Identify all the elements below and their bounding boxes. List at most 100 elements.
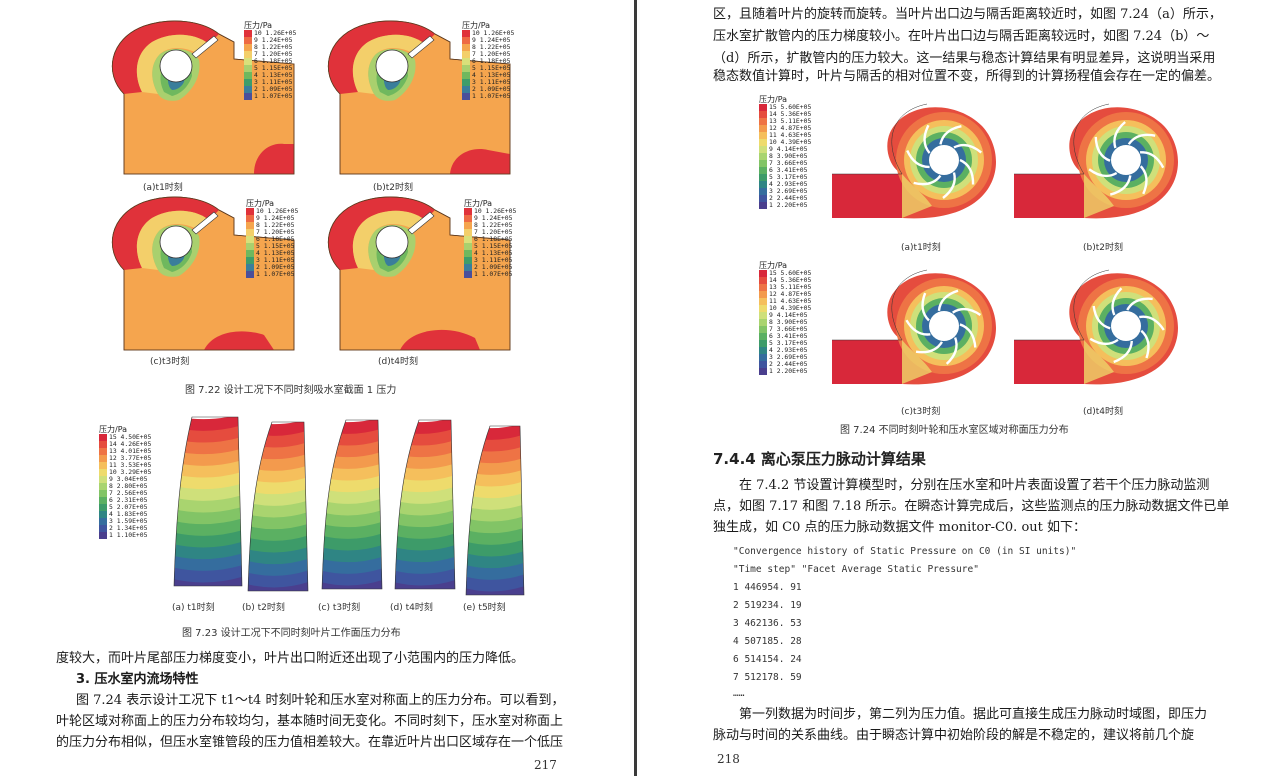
legend-swatch	[759, 146, 767, 153]
legend-swatch	[464, 222, 472, 229]
legend-entry: 9 3.04E+05	[99, 476, 151, 483]
legend-swatch	[759, 354, 767, 361]
legend-title: 压力/Pa	[462, 21, 491, 30]
legend-entry: 7 1.20E+05	[246, 229, 298, 236]
legend-label: 3 1.59E+05	[109, 517, 148, 525]
legend-label: 7 1.20E+05	[472, 50, 511, 58]
legend-swatch	[99, 490, 107, 497]
legend-entry: 2 2.44E+05	[759, 361, 811, 368]
legend-swatch	[99, 497, 107, 504]
impeller-volute-pressure-plot	[832, 103, 996, 219]
legend-entry: 10 4.39E+05	[759, 305, 811, 312]
legend-entry: 13 5.11E+05	[759, 118, 811, 125]
legend-swatch	[246, 236, 254, 243]
legend-swatch	[759, 277, 767, 284]
legend-swatch	[244, 58, 252, 65]
legend-entry: 1 1.07E+05	[464, 271, 516, 278]
fig-7-22-subcaption-c: (c)t3时刻	[150, 357, 190, 367]
legend-swatch	[244, 44, 252, 51]
legend-label: 5 1.15E+05	[472, 64, 511, 72]
fig-7-22-subcaption-b: (b)t2时刻	[373, 183, 413, 193]
legend-entry: 5 1.15E+05	[464, 243, 516, 250]
legend-label: 9 4.14E+05	[769, 145, 808, 153]
legend-label: 10 1.26E+05	[472, 29, 515, 37]
legend-entry: 9 1.24E+05	[464, 215, 516, 222]
legend-entry: 1 1.10E+05	[99, 532, 151, 539]
legend-entry: 2 1.09E+05	[246, 264, 298, 271]
legend-label: 10 1.26E+05	[254, 29, 297, 37]
legend-swatch	[759, 202, 767, 209]
fig-7-24-subcaption-c: (c)t3时刻	[901, 407, 941, 417]
legend-label: 2 2.44E+05	[769, 194, 808, 202]
legend-swatch	[99, 441, 107, 448]
legend-swatch	[759, 195, 767, 202]
legend-entry: 3 2.69E+05	[759, 354, 811, 361]
legend-entry: 7 1.20E+05	[464, 229, 516, 236]
legend-entry: 6 3.41E+05	[759, 333, 811, 340]
legend-label: 10 3.29E+05	[109, 468, 152, 476]
legend-swatch	[464, 215, 472, 222]
legend-label: 5 3.17E+05	[769, 173, 808, 181]
legend-entry: 3 1.59E+05	[99, 518, 151, 525]
legend-swatch	[462, 58, 470, 65]
blade-pressure-contour-plot	[321, 419, 383, 590]
page-number: 217	[534, 758, 557, 772]
legend-entry: 3 2.69E+05	[759, 188, 811, 195]
legend-swatch	[244, 37, 252, 44]
legend-swatch	[246, 222, 254, 229]
legend-label: 14 5.36E+05	[769, 110, 812, 118]
legend-title: 压力/Pa	[246, 199, 275, 208]
legend-entry: 5 3.17E+05	[759, 340, 811, 347]
legend-swatch	[759, 284, 767, 291]
fig-7-22-subcaption-d: (d)t4时刻	[378, 357, 418, 367]
legend-label: 9 1.24E+05	[472, 36, 511, 44]
legend-entry: 4 1.13E+05	[244, 72, 296, 79]
legend-label: 6 1.18E+05	[472, 57, 511, 65]
legend-title: 压力/Pa	[99, 425, 128, 434]
legend-label: 3 1.11E+05	[472, 78, 511, 86]
legend-swatch	[759, 125, 767, 132]
legend-entry: 2 1.09E+05	[244, 86, 296, 93]
paragraph-line: 图 7.24 表示设计工况下 t1～t4 时刻叶轮和压水室对称面上的压力分布。可…	[76, 693, 565, 708]
legend-label: 9 1.24E+05	[474, 214, 513, 222]
legend-entry: 8 2.80E+05	[99, 483, 151, 490]
legend-entry: 14 5.36E+05	[759, 277, 811, 284]
legend-swatch	[759, 118, 767, 125]
legend-swatch	[462, 79, 470, 86]
legend-swatch	[244, 79, 252, 86]
legend-swatch	[759, 111, 767, 118]
legend-label: 5 3.17E+05	[769, 339, 808, 347]
fig-7-22-caption: 图 7.22 设计工况下不同时刻吸水室截面 1 压力	[185, 385, 397, 396]
legend-entry: 15 5.60E+05	[759, 270, 811, 277]
legend-label: 3 2.69E+05	[769, 187, 808, 195]
legend-label: 7 3.66E+05	[769, 325, 808, 333]
legend-label: 7 2.56E+05	[109, 489, 148, 497]
fig-7-24-subcaption-b: (b)t2时刻	[1083, 243, 1123, 253]
blade-pressure-contour-plot	[173, 416, 243, 587]
legend-swatch	[759, 153, 767, 160]
legend-entry: 10 1.26E+05	[244, 30, 296, 37]
legend-swatch	[759, 291, 767, 298]
legend-entry: 1 1.07E+05	[462, 93, 514, 100]
legend-label: 9 3.04E+05	[109, 475, 148, 483]
legend-entry: 1 1.07E+05	[244, 93, 296, 100]
fig-7-24-subcaption-d: (d)t4时刻	[1083, 407, 1123, 417]
legend-entry: 14 5.36E+05	[759, 111, 811, 118]
legend-swatch	[759, 347, 767, 354]
legend-swatch	[244, 93, 252, 100]
legend-swatch	[99, 483, 107, 490]
legend-swatch	[246, 257, 254, 264]
legend-entry: 4 2.93E+05	[759, 347, 811, 354]
legend-swatch	[99, 448, 107, 455]
code-line: 1 446954. 91	[733, 582, 802, 593]
legend-swatch	[244, 65, 252, 72]
legend-swatch	[462, 72, 470, 79]
legend-swatch	[464, 236, 472, 243]
legend-swatch	[99, 532, 107, 539]
legend-label: 8 3.90E+05	[769, 318, 808, 326]
legend-label: 7 3.66E+05	[769, 159, 808, 167]
legend-title: 压力/Pa	[244, 21, 273, 30]
legend-title: 压力/Pa	[759, 261, 788, 270]
